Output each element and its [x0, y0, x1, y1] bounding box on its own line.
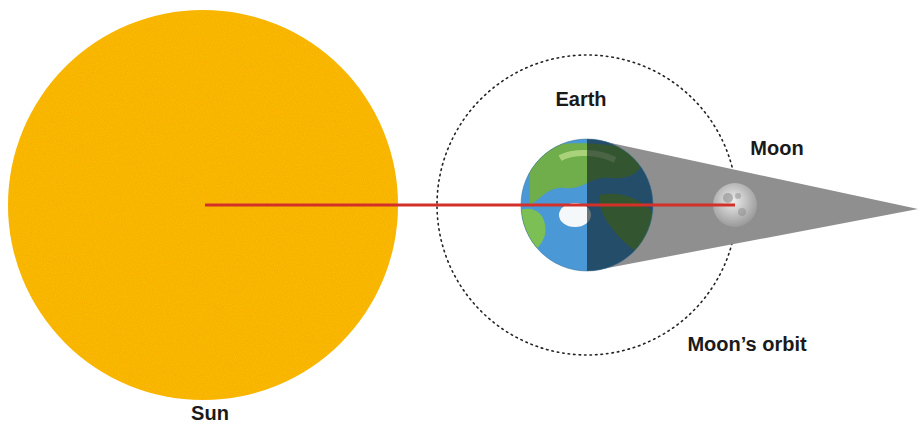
text-label: Sun	[191, 402, 229, 424]
text-label: Earth	[555, 88, 606, 110]
text-label: Moon’s orbit	[687, 333, 806, 355]
alignment-line	[205, 204, 735, 207]
text-label: Moon	[750, 137, 803, 159]
